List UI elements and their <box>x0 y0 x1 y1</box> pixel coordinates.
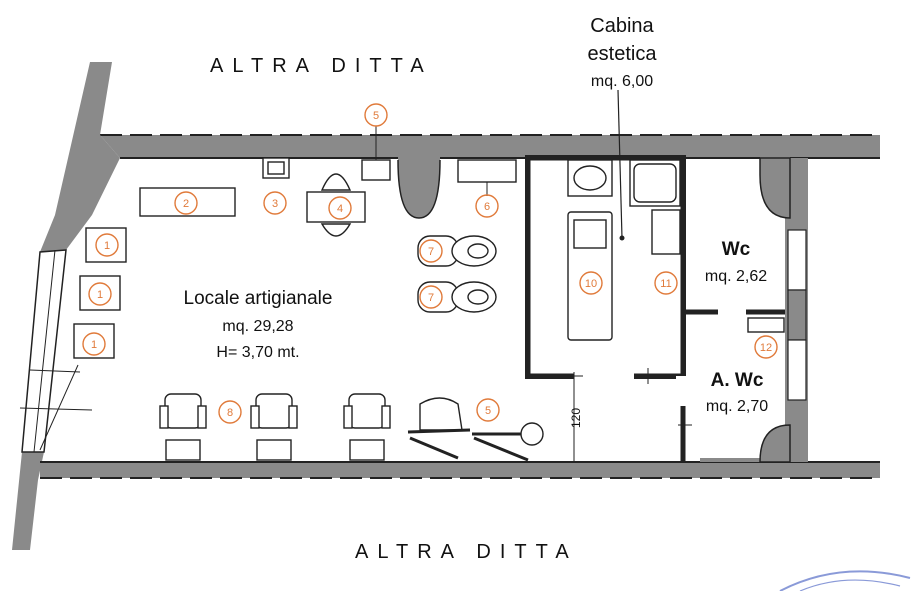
bottom-wall <box>40 462 880 478</box>
left-wall <box>40 62 120 252</box>
cabina-area: mq. 6,00 <box>591 73 653 90</box>
badge-2: 2 <box>174 191 198 215</box>
badge-5-top: 5 <box>364 103 388 127</box>
right-wall-pillar <box>787 289 807 341</box>
door-gap-cabina <box>574 372 634 382</box>
awc-corner-niche <box>759 424 791 463</box>
badge-1b: 1 <box>88 282 112 306</box>
wash-station-7b <box>417 281 497 313</box>
svg-text:1: 1 <box>97 289 103 301</box>
shelf-6 <box>457 159 517 183</box>
styling-chair-8c <box>343 393 391 461</box>
cabina-sink <box>567 159 613 197</box>
styling-chair-8a <box>159 393 207 461</box>
awc-name: A. Wc <box>711 370 764 391</box>
badge-7b: 7 <box>419 285 443 309</box>
right-window-lower <box>787 339 807 401</box>
badge-9: 5 <box>476 398 500 422</box>
svg-text:5: 5 <box>373 110 379 122</box>
svg-text:12: 12 <box>760 342 772 354</box>
stamp-seal <box>779 570 911 591</box>
svg-text:8: 8 <box>227 407 233 419</box>
cabina-leader-line <box>617 89 623 239</box>
badge-11: 11 <box>654 271 678 295</box>
neighbor-label-top: ALTRA DITTA <box>210 55 433 77</box>
badge-6: 6 <box>475 194 499 218</box>
svg-text:1: 1 <box>91 339 97 351</box>
svg-text:11: 11 <box>660 278 671 290</box>
svg-text:6: 6 <box>484 201 490 213</box>
wc-area: mq. 2,62 <box>705 268 767 285</box>
badge-10: 10 <box>579 271 603 295</box>
cabina-shower <box>629 159 681 207</box>
badge-3: 3 <box>263 191 287 215</box>
chair-4a <box>320 173 352 191</box>
svg-text:3: 3 <box>272 198 278 210</box>
unit-12 <box>747 317 785 333</box>
shelf-1c <box>73 323 115 359</box>
neighbor-label-bottom: ALTRA DITTA <box>355 541 578 563</box>
wc-name: Wc <box>722 239 751 260</box>
svg-text:1: 1 <box>104 240 110 252</box>
wc-corner-niche <box>759 157 791 219</box>
svg-text:7: 7 <box>428 292 434 304</box>
svg-text:7: 7 <box>428 246 434 258</box>
dimension-label: 120 <box>569 408 583 428</box>
main-room-name: Locale artigianale <box>184 288 333 309</box>
door-gap-wc <box>718 305 746 319</box>
badge-7a: 7 <box>419 239 443 263</box>
cabina-title-line1: Cabina <box>590 15 654 37</box>
wash-station-7a <box>417 235 497 267</box>
badge-1c: 1 <box>82 332 106 356</box>
badge-1a: 1 <box>95 233 119 257</box>
awc-area: mq. 2,70 <box>706 398 768 415</box>
svg-text:5: 5 <box>485 405 491 417</box>
left-wall-lower <box>12 452 44 550</box>
badge-12: 12 <box>754 335 778 359</box>
dryer-station-9 <box>407 397 544 462</box>
main-room-height: H= 3,70 mt. <box>216 344 299 361</box>
cabina-title-line2: estetica <box>588 43 658 65</box>
cabinet-11 <box>651 209 681 255</box>
svg-text:4: 4 <box>337 203 343 215</box>
svg-text:10: 10 <box>585 278 597 290</box>
styling-chair-8b <box>250 393 298 461</box>
top-wall-niche <box>397 159 441 219</box>
chair-4b <box>320 223 352 237</box>
unit-5-top <box>361 159 391 181</box>
top-wall <box>100 135 880 199</box>
door-gap-awc <box>676 376 690 406</box>
table-4 <box>306 191 366 223</box>
badge-4: 4 <box>328 196 352 220</box>
main-room-area: mq. 29,28 <box>222 318 293 335</box>
svg-text:2: 2 <box>183 198 189 210</box>
right-wall <box>700 158 808 462</box>
badge-8: 8 <box>218 400 242 424</box>
right-window-upper <box>787 229 807 291</box>
treatment-bed-10 <box>567 211 613 341</box>
